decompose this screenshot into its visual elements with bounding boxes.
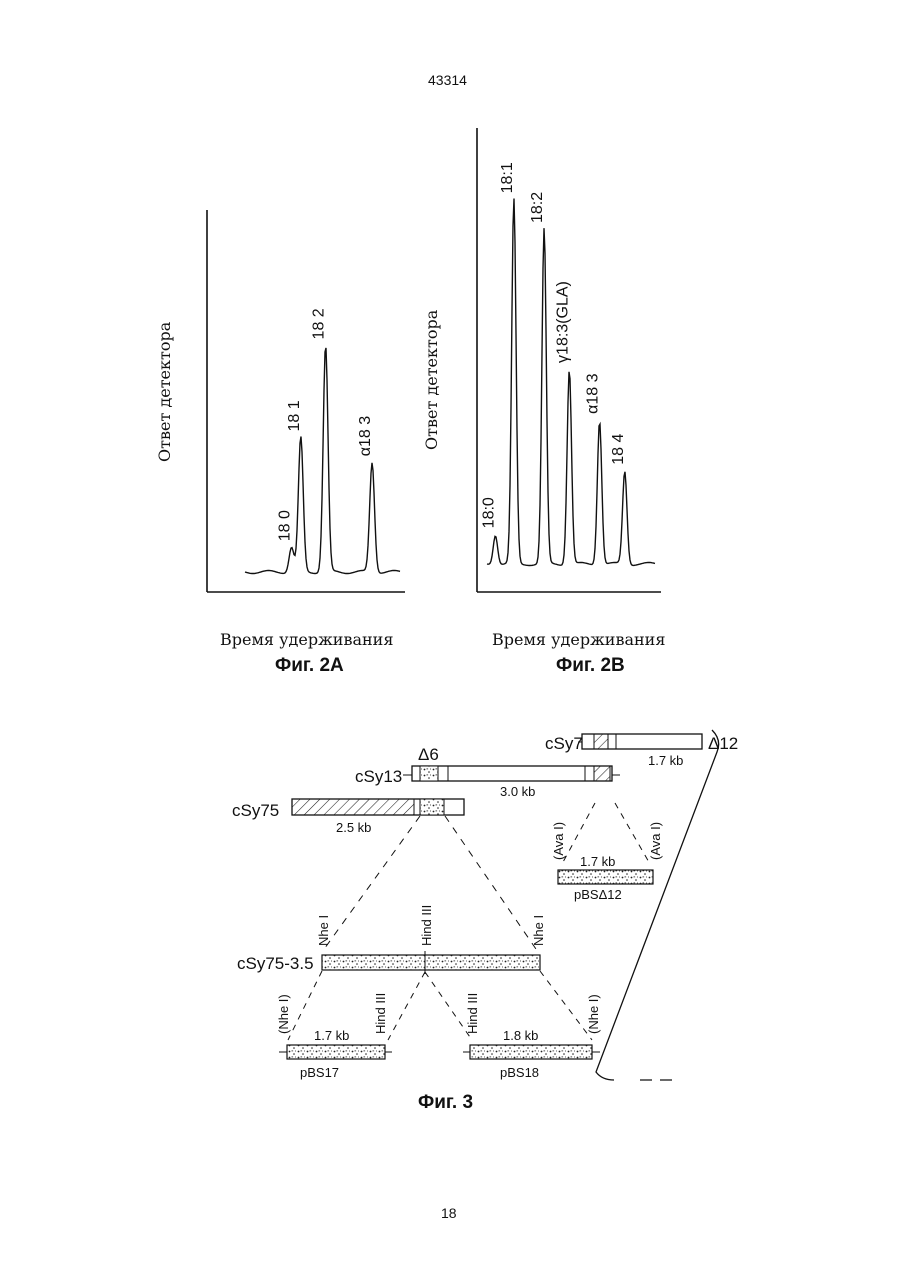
clone-csy7: cSy7 Δ12 1.7 kb (545, 734, 738, 768)
nhe1-left-label: Nhe I (316, 915, 331, 946)
ava1-left-label: (Ava I) (551, 822, 566, 860)
pbs18-label: pBS18 (500, 1065, 539, 1080)
clone-csy13: cSy13 Δ6 3.0 kb (355, 745, 620, 799)
ava1-right-label: (Ava I) (648, 822, 663, 860)
hind3-right-label: Hind III (465, 993, 480, 1034)
clone-csy75-35: Nhe I Hind III Nhe I cSy75-3.5 (237, 905, 546, 974)
csy7-label: cSy7 (545, 734, 583, 753)
pbs-delta12-label: pBSΔ12 (574, 887, 622, 902)
csy13-label: cSy13 (355, 767, 402, 786)
delta12-marker: Δ12 (708, 734, 738, 753)
clone-pbs18: Hind III (Nhe I) 1.8 kb pBS18 (463, 993, 601, 1080)
csy7-size: 1.7 kb (648, 753, 683, 768)
csy75-label: cSy75 (232, 801, 279, 820)
csy75-35-label: cSy75-3.5 (237, 954, 314, 973)
delta6-marker: Δ6 (418, 745, 439, 764)
page-number: 18 (441, 1205, 457, 1221)
csy75-size: 2.5 kb (336, 820, 371, 835)
nhe1-right-label: Nhe I (531, 915, 546, 946)
hind3-left-label: Hind III (373, 993, 388, 1034)
hind3-center-label: Hind III (419, 905, 434, 946)
csy13-size: 3.0 kb (500, 784, 535, 799)
clone-csy75: cSy75 2.5 kb (232, 799, 464, 835)
clone-pbs-delta12: (Ava I) (Ava I) 1.7 kb pBSΔ12 (551, 803, 663, 902)
nhe1-paren-right-label: (Nhe I) (586, 994, 601, 1034)
fig3-bracket (596, 730, 719, 1080)
pbs17-label: pBS17 (300, 1065, 339, 1080)
clone-pbs17: (Nhe I) Hind III 1.7 kb pBS17 (276, 993, 392, 1080)
pbs-delta12-size: 1.7 kb (580, 854, 615, 869)
nhe1-paren-left-label: (Nhe I) (276, 994, 291, 1034)
pbs18-size: 1.8 kb (503, 1028, 538, 1043)
pbs17-size: 1.7 kb (314, 1028, 349, 1043)
fig3-caption: Фиг. 3 (418, 1092, 473, 1114)
